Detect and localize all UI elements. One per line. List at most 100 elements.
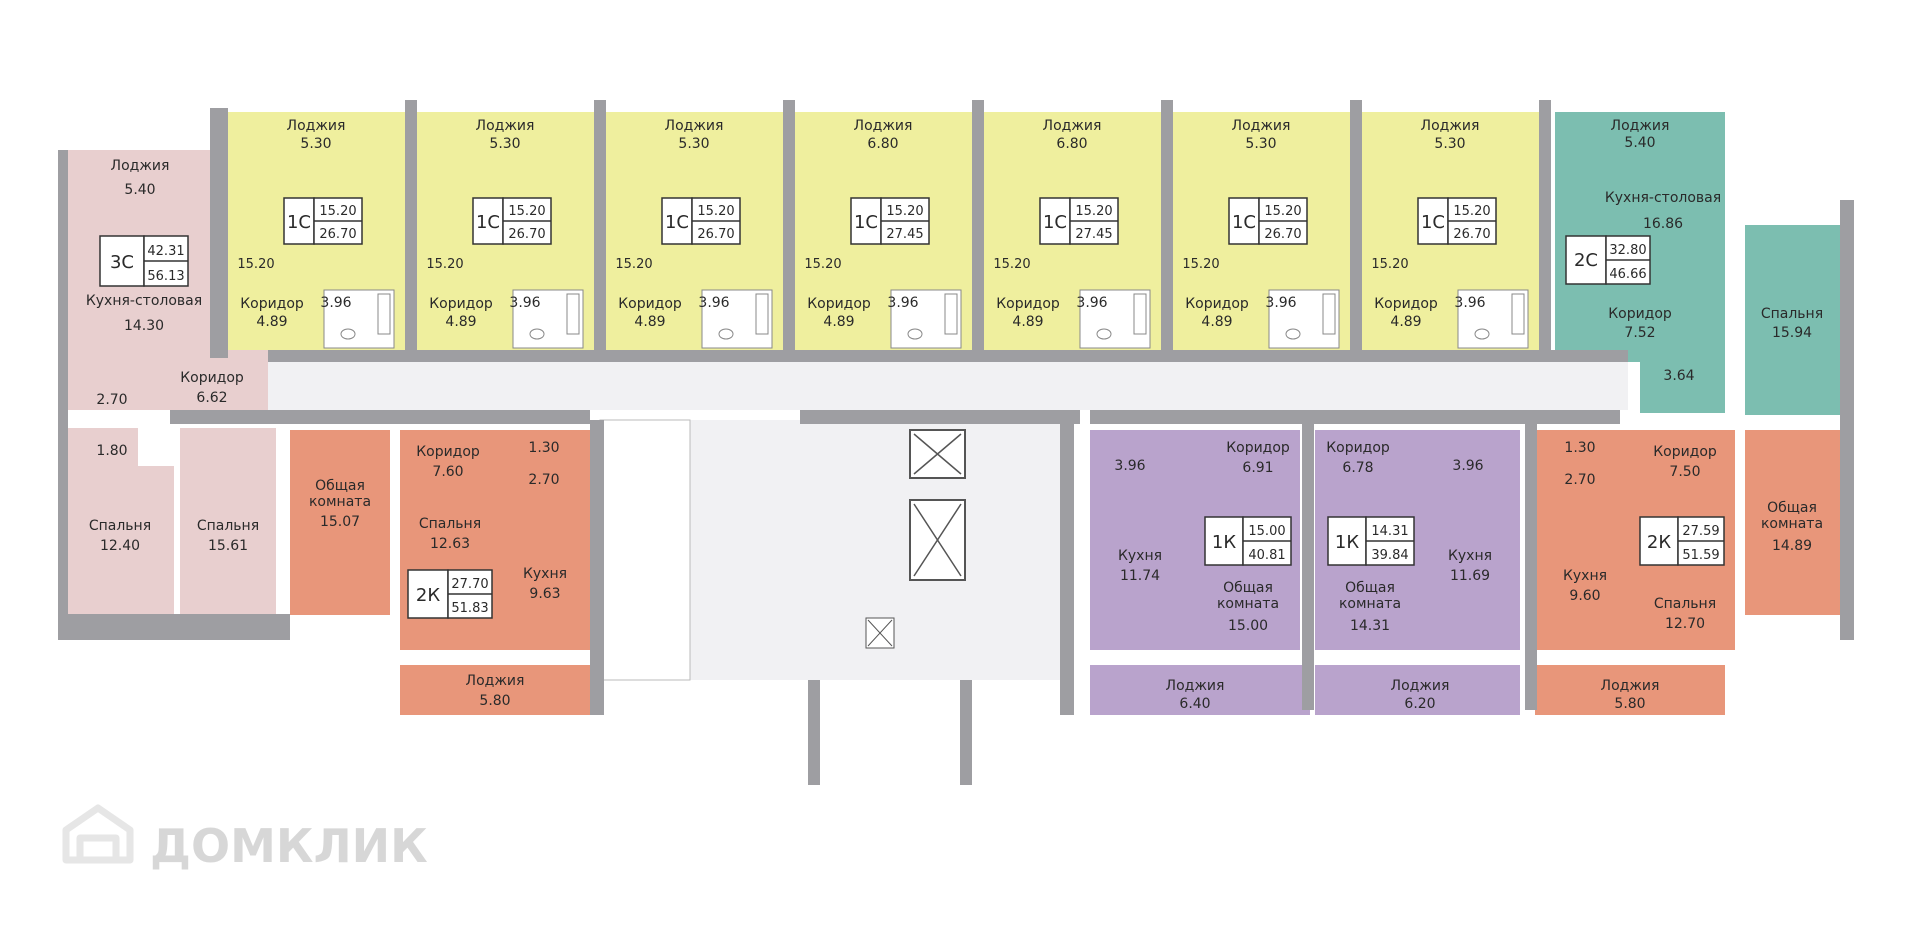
studio-room-area: 15.20: [1182, 257, 1219, 272]
studio-corridor-label: Коридор: [807, 296, 871, 312]
apt-3c-type-box: [99, 235, 145, 287]
wall-core-left: [590, 420, 604, 715]
studio-loggia: [606, 112, 783, 164]
apt-1k-a-common-area: 15.00: [1228, 618, 1268, 634]
studio-loggia-label: Лоджия: [1043, 118, 1102, 134]
apt-3c-loggia-area: 5.40: [124, 182, 155, 198]
apt-2k-left-kitchen-area: 9.63: [529, 586, 560, 602]
bathtub-icon: [755, 293, 769, 335]
studio-type-box: [1417, 197, 1449, 245]
apt-2k-left-corridor-area: 7.60: [432, 464, 463, 480]
apt-1k-b-kitchen-area: 11.69: [1450, 568, 1490, 584]
studio-loggia-label: Лоджия: [665, 118, 724, 134]
walls: [58, 108, 1854, 715]
studio-total: 27.45: [886, 227, 923, 242]
apt-2k-right-wc-area: 1.30: [1564, 440, 1595, 456]
studio-loggia: [1173, 112, 1350, 164]
apt-2k-right-bed-label: Спальня: [1654, 596, 1716, 612]
studio-corridor-area: 4.89: [1390, 314, 1421, 330]
studio-total: 26.70: [1264, 227, 1301, 242]
studio-type: 1С: [1421, 212, 1445, 233]
studio-total: 26.70: [319, 227, 356, 242]
apt-2c-loggia: [1555, 112, 1725, 162]
wall-bottom-left: [58, 614, 290, 640]
apt-1k-a-loggia-label: Лоджия: [1166, 678, 1225, 694]
studio-loggia-area: 5.30: [489, 136, 520, 152]
studio-total: 27.45: [1075, 227, 1112, 242]
studio-loggia-area: 5.30: [678, 136, 709, 152]
apt-2c-bed-label: Спальня: [1761, 306, 1823, 322]
apt-3c-wc: [68, 428, 138, 466]
apt-2c-corridor-label: Коридор: [1608, 306, 1672, 322]
apt-2k-right-total: 51.59: [1682, 548, 1719, 563]
apt-2k-left-wc-area: 1.30: [528, 440, 559, 456]
apt-3c-bed1-label: Спальня: [89, 518, 151, 534]
studio-partition-wall: [594, 100, 606, 350]
apt-2k-right-loggia-label: Лоджия: [1601, 678, 1660, 694]
apt-2k-right-loggia: [1535, 665, 1725, 715]
studio-loggia-label: Лоджия: [854, 118, 913, 134]
apt-2k-left-common-area: 15.07: [320, 514, 360, 530]
studio-living: 15.20: [697, 204, 734, 219]
toilet-icon: [718, 328, 734, 340]
apt-2c-bath-area: 3.64: [1663, 368, 1694, 384]
apt-1k-a-kitchen-area: 11.74: [1120, 568, 1160, 584]
studio-partition-wall: [1161, 100, 1173, 350]
apt-2c-bedroom: [1745, 225, 1840, 415]
studio-bath-area: 3.96: [698, 295, 729, 311]
apt-1k-b-total: 39.84: [1371, 548, 1408, 563]
studio-loggia-label: Лоджия: [1421, 118, 1480, 134]
apt-2c-living: 32.80: [1609, 243, 1646, 258]
studio-bath-area: 3.96: [887, 295, 918, 311]
studio-type: 1С: [665, 212, 689, 233]
studio-total: 26.70: [1453, 227, 1490, 242]
studio-corridor-label: Коридор: [1374, 296, 1438, 312]
apt-3c-bed2: [180, 428, 276, 614]
studio-partition-wall: [405, 100, 417, 350]
studio-living: 15.20: [886, 204, 923, 219]
studio-bath-area: 3.96: [1454, 295, 1485, 311]
studio-bath-area: 3.96: [509, 295, 540, 311]
apt-2k-left-corridor: [400, 430, 590, 490]
apt-3c-bed2-label: Спальня: [197, 518, 259, 534]
apt-2k-left-common: [290, 430, 390, 615]
studio-corridor-label: Коридор: [1185, 296, 1249, 312]
apt-1k-a-common-label-2: комната: [1217, 596, 1279, 612]
studio-living: 15.20: [1453, 204, 1490, 219]
stair-wall-left: [808, 680, 820, 785]
bathtub-icon: [1511, 293, 1525, 335]
studio-living: 15.20: [319, 204, 356, 219]
studio-room-area: 15.20: [804, 257, 841, 272]
wall-right-outer: [1840, 200, 1854, 640]
stair-wall-right: [960, 680, 972, 785]
apt-2c-bed-area: 15.94: [1772, 325, 1812, 341]
apt-2k-right-common: [1745, 430, 1840, 615]
wall-corridor-bottom-left: [170, 410, 590, 424]
apt-1k-a-type: 1К: [1212, 532, 1236, 553]
studio-living: 15.20: [1075, 204, 1112, 219]
bathtub-icon: [1322, 293, 1336, 335]
studio-loggia-area: 6.80: [867, 136, 898, 152]
studio-corridor-area: 4.89: [1012, 314, 1043, 330]
apt-1k-a-loggia: [1090, 665, 1310, 715]
apt-3c-bed1: [68, 466, 174, 614]
apt-1k-a-bath-area: 3.96: [1114, 458, 1145, 474]
studio-loggia: [1362, 112, 1539, 164]
studio-corridor-area: 4.89: [634, 314, 665, 330]
studio-partition-wall: [972, 100, 984, 350]
bathtub-icon: [377, 293, 391, 335]
apt-3c-bed1-area: 12.40: [100, 538, 140, 554]
apt-2k-left-bath-area: 2.70: [528, 472, 559, 488]
apt-3c-wc-area: 1.80: [96, 443, 127, 459]
studio-loggia-area: 5.30: [1245, 136, 1276, 152]
apt-1k-a-kitchen-label: Кухня: [1118, 548, 1162, 564]
apt-2c-kitchen-label: Кухня-столовая: [1605, 190, 1721, 206]
bathtub-icon: [1133, 293, 1147, 335]
studio-type: 1С: [1232, 212, 1256, 233]
apt-1k-a-living: 15.00: [1248, 524, 1285, 539]
wall-2k-right-divider: [1525, 420, 1537, 710]
apt-2k-right-kitchen-label: Кухня: [1563, 568, 1607, 584]
toilet-icon: [1096, 328, 1112, 340]
apt-2k-left-type-box: [407, 569, 449, 619]
